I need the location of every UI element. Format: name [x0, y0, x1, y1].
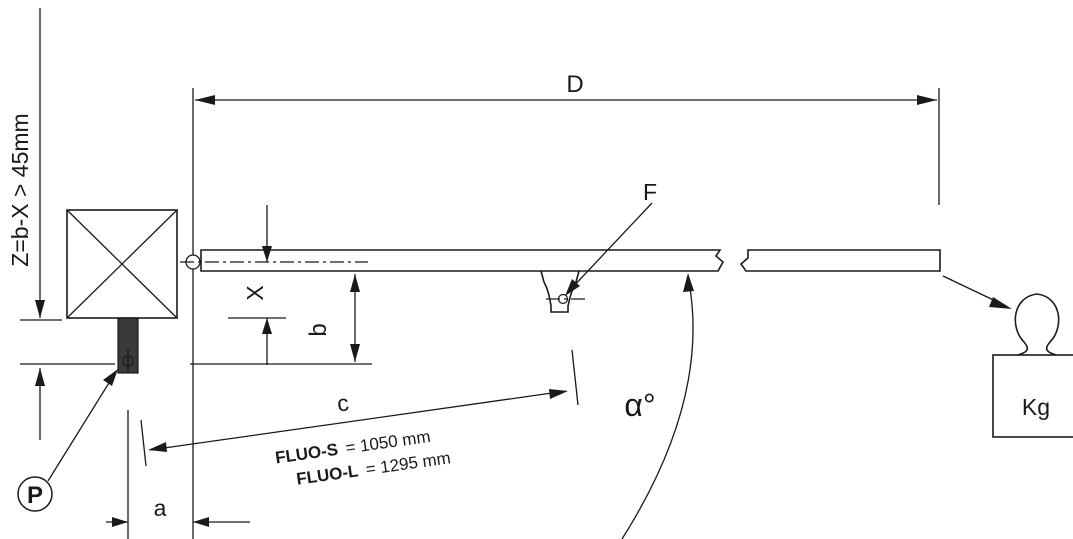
boom-arm: F — [180, 179, 941, 313]
c-arrow-left — [148, 442, 167, 452]
c-dim-line — [149, 390, 567, 451]
c-ext-left — [140, 419, 147, 467]
a-arrow-right — [193, 517, 209, 527]
f-leader — [569, 202, 653, 291]
pivot-marker: P — [17, 369, 118, 512]
alpha-label: α° — [624, 387, 655, 423]
z-dimension: Z=b-X > 45mm — [7, 8, 115, 440]
x-label: X — [242, 285, 268, 300]
weight-label: Kg — [1022, 394, 1050, 420]
boom-section-left — [200, 249, 725, 272]
a-arrow-left — [112, 517, 128, 527]
alpha-arrow — [683, 273, 694, 292]
a-dimension: a — [106, 410, 250, 539]
counterweight: Kg — [942, 275, 1073, 438]
fluo-values: FLUO-S = 1050 mm FLUO-L = 1295 mm — [274, 427, 452, 489]
d-arrow-right — [917, 95, 937, 105]
c-arrow-right — [549, 389, 568, 399]
f-arrow — [565, 279, 580, 296]
d-label: D — [566, 71, 583, 98]
alpha-arc — [621, 281, 694, 539]
c-dimension: c FLUO-S = 1050 mm FLUO-L = 1295 mm — [140, 349, 579, 489]
boom-section-right — [739, 249, 941, 272]
z-formula-label: Z=b-X > 45mm — [7, 113, 33, 266]
weight-body — [992, 354, 1073, 438]
alpha-angle: α° — [621, 273, 694, 539]
pivot-leader — [47, 377, 113, 482]
fluo-l-name: FLUO-L — [295, 461, 359, 488]
motor-cross-2 — [66, 209, 178, 319]
fluo-s-name: FLUO-S — [274, 440, 339, 468]
weight-arrow — [989, 297, 1012, 309]
x-arrow-bottom — [262, 318, 272, 334]
motor-housing — [66, 209, 178, 374]
z-arrow-up — [35, 368, 45, 386]
b-dimension: b — [190, 274, 372, 365]
x-dimension: X — [228, 205, 286, 365]
z-arrow-down — [35, 300, 45, 318]
c-ext-right — [571, 349, 579, 406]
d-arrow-left — [195, 95, 215, 105]
weight-handle — [1014, 293, 1060, 356]
c-label: c — [335, 389, 350, 416]
b-arrow-top — [350, 274, 360, 292]
a-label: a — [154, 495, 167, 521]
x-arrow-top — [262, 246, 272, 262]
pivot-label: P — [27, 482, 43, 509]
bracket-f — [540, 270, 580, 313]
f-label: F — [643, 179, 657, 205]
b-arrow-bottom — [350, 344, 360, 362]
d-dimension: D — [192, 71, 940, 539]
pivot-arrow — [103, 369, 118, 386]
b-label: b — [305, 323, 332, 336]
pivot-circle — [17, 476, 53, 512]
